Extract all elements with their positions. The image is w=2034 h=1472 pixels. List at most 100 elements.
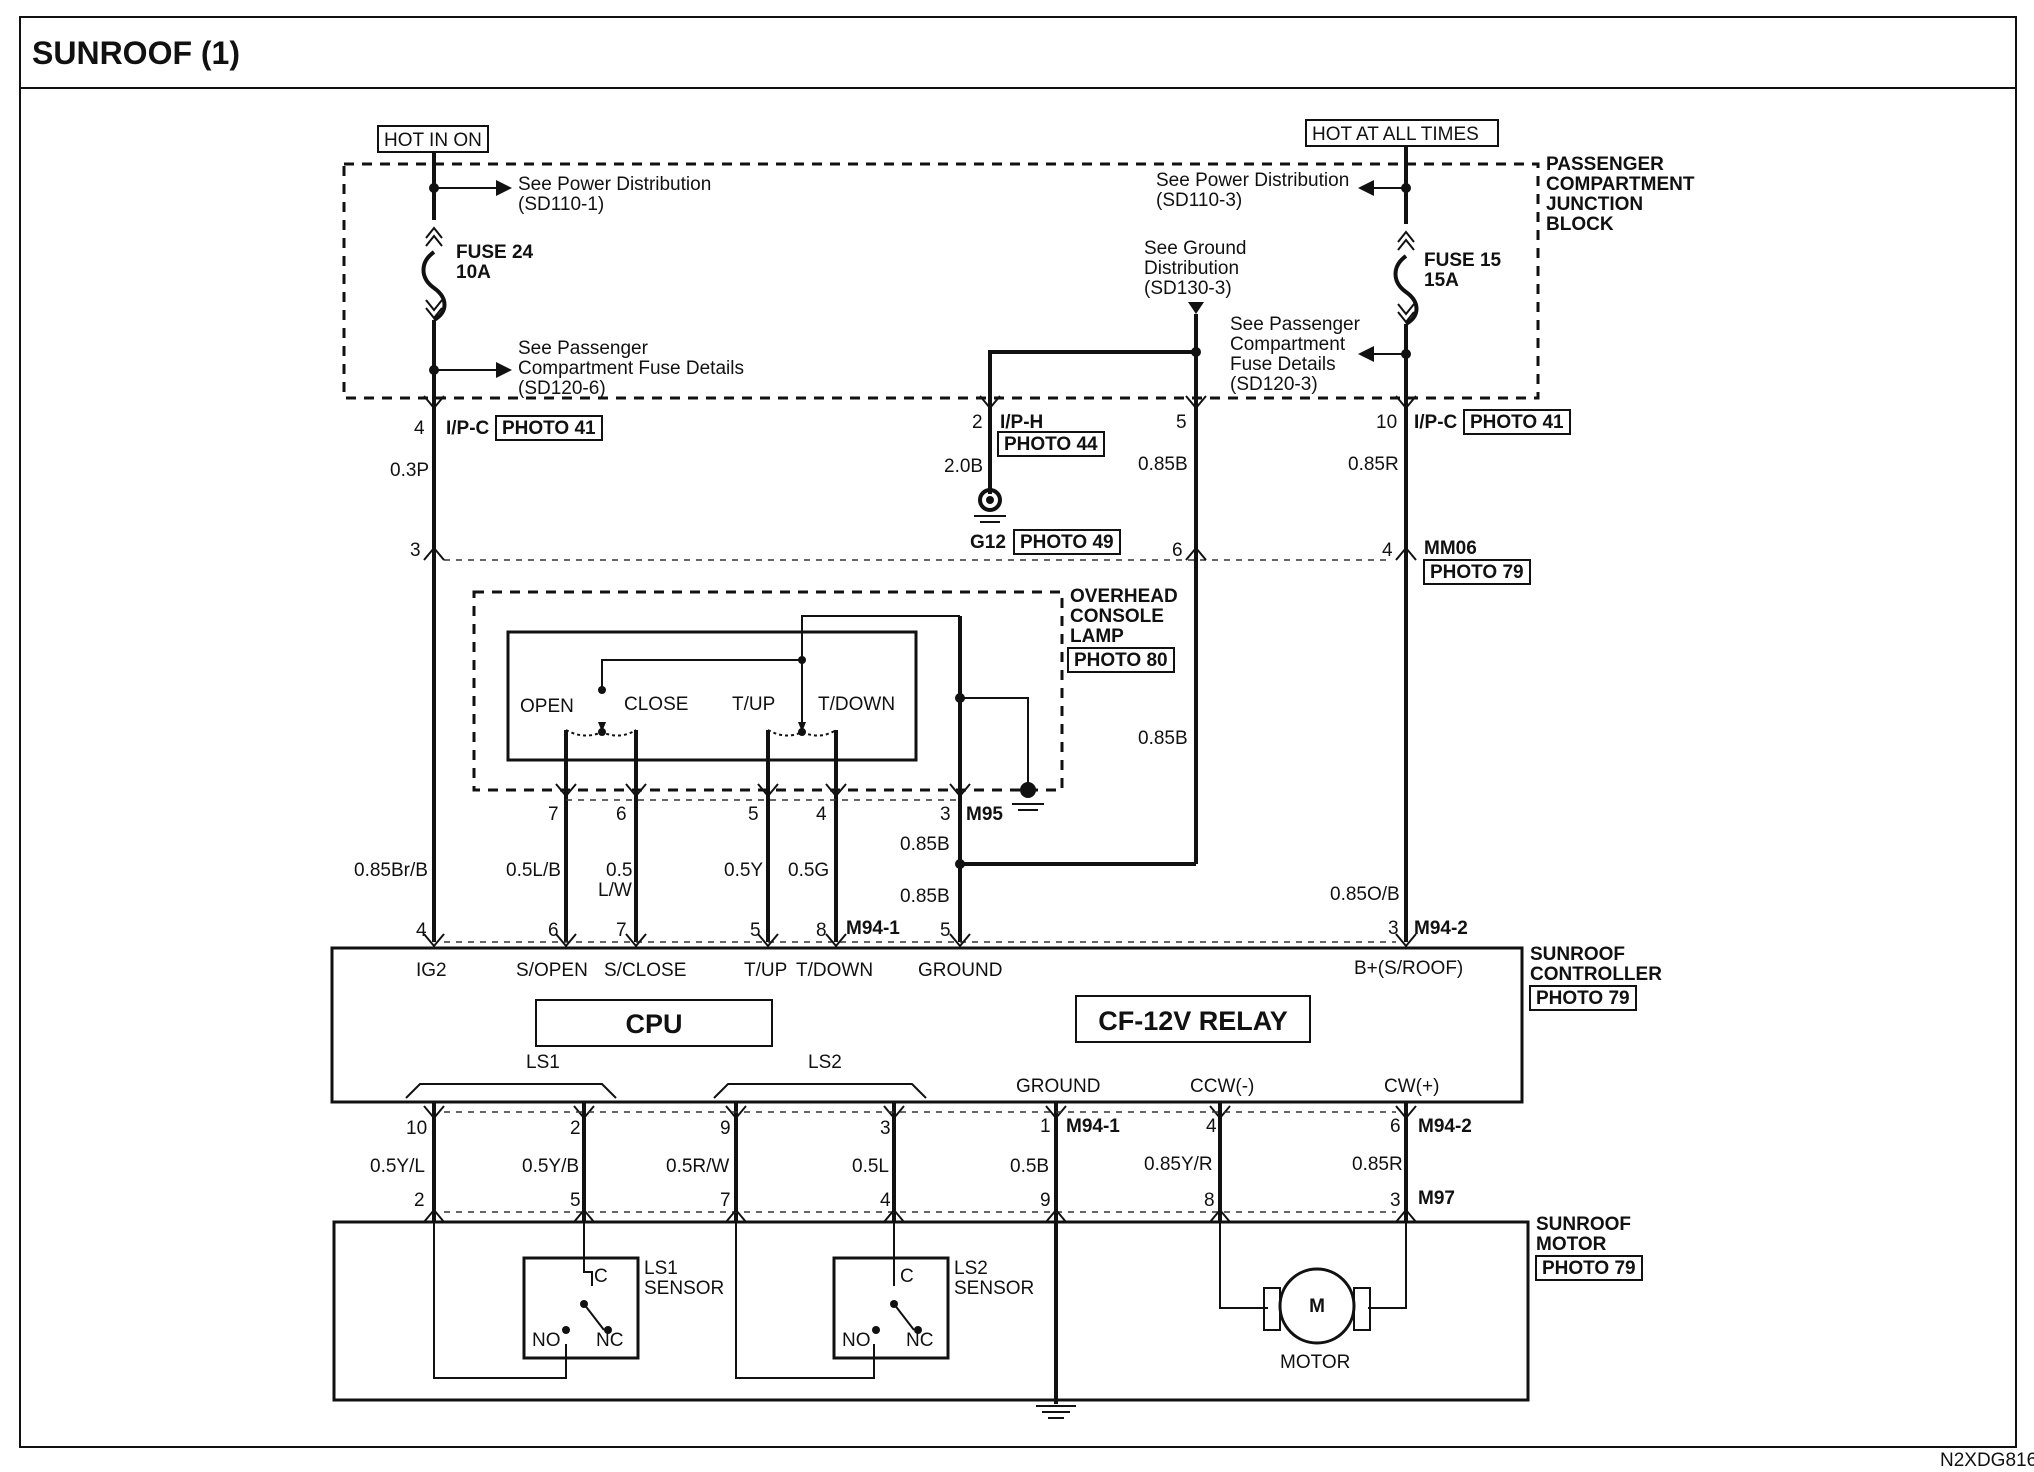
ls2-sensor-label: LS2 [954,1258,988,1279]
overhead-lamp-outline [472,590,1064,792]
svg-text:PASSENGER: PASSENGER [1546,154,1664,175]
ref-power-right-code: (SD110-3) [1156,190,1242,211]
wire-label-05lb: 0.5L/B [506,860,561,881]
ground-pin: 5 [1176,412,1187,433]
arrow-left-icon [1358,346,1374,362]
wire-label-05l: 0.5L [852,1156,889,1177]
motor-symbol: M [1309,1296,1325,1317]
ls2-switch-icon [872,1300,922,1334]
m97-pin: 3 [1390,1190,1401,1211]
ls1-sensor-box [522,1256,640,1360]
m97-terminals [423,1208,1417,1223]
wire-label-085b-b: 0.85B [900,886,950,907]
svg-text:CONSOLE: CONSOLE [1070,606,1164,627]
motor-ground-icon [1036,1405,1076,1419]
ref-fuse-right: Fuse Details [1230,354,1336,375]
m94-1-bottom-pin: 10 [406,1118,427,1139]
ref-fuse-right: See Passenger [1230,314,1361,335]
ref-ground: See Ground [1144,238,1246,259]
relay-label: CF-12V RELAY [1098,1006,1288,1036]
m94-1-pin: 7 [616,920,627,941]
m95-pin: 6 [616,804,627,825]
connector-terminal-icon [979,395,1001,410]
ipc-right-photo: PHOTO 41 [1470,412,1564,433]
ls2-contact-c: C [900,1266,914,1287]
wire-label-085yr: 0.85Y/R [1144,1154,1213,1175]
terminal-t-down: T/DOWN [796,960,873,981]
connector-terminal-icon [1185,546,1207,561]
photo-box [1463,409,1571,435]
m97-pin: 2 [414,1190,425,1211]
controller-photo: PHOTO 79 [1536,988,1630,1009]
terminal-bplus: B+(S/ROOF) [1354,958,1463,979]
svg-text:JUNCTION: JUNCTION [1546,194,1643,215]
ls2-contact-nc: NC [906,1330,933,1351]
iph-photo: PHOTO 44 [1004,434,1098,455]
svg-text:SUNROOF: SUNROOF [1530,944,1625,965]
m97-name: M97 [1418,1188,1455,1209]
hot-at-all-times-label: HOT AT ALL TIMES [1305,119,1499,147]
svg-text:SUNROOF: SUNROOF [1536,1214,1631,1235]
ref-ground: Distribution [1144,258,1239,279]
svg-text:BLOCK: BLOCK [1546,214,1614,235]
m94-2-pin: 3 [1388,918,1399,939]
wire-label-05g: 0.5G [788,860,829,881]
wire-label-085b-mid: 0.85B [1138,728,1188,749]
ref-power-right: See Power Distribution [1156,170,1349,191]
m94-1-pin: 5 [940,920,951,941]
g12-name: G12 [970,532,1006,553]
ref-power-left-code: (SD110-1) [518,194,604,215]
m94-1-bottom-name: M94-1 [1066,1116,1120,1137]
ref-ground-code: (SD130-3) [1144,278,1232,299]
svg-text:LAMP: LAMP [1070,626,1124,647]
overhead-lamp-label: OVERHEAD CONSOLE LAMP [1070,586,1178,647]
lamp-ground-branch [960,697,1029,790]
svg-text:MOTOR: MOTOR [1536,1234,1607,1255]
iph-pin: 2 [972,412,983,433]
ls1-label: LS1 [526,1052,560,1073]
ipc-left-pin: 4 [414,418,425,439]
sunroof-switch-box [506,630,918,762]
terminal-ccw: CCW(-) [1190,1076,1254,1097]
ref-power-left: See Power Distribution [518,174,711,195]
terminal-ground-bottom: GROUND [1016,1076,1100,1097]
junction-block-label: PASSENGER COMPARTMENT JUNCTION BLOCK [1546,154,1695,235]
connector-terminal-icon [423,395,445,410]
terminal-ig2: IG2 [416,960,447,981]
m94-1-pin: 4 [416,920,427,941]
ref-fuse-right: Compartment [1230,334,1346,355]
m97-pin: 4 [880,1190,891,1211]
m97-pin: 8 [1204,1190,1215,1211]
mm06-name: MM06 [1424,538,1477,559]
ls1-contact-c: C [594,1266,608,1287]
m94-top-terminals [423,933,1417,948]
m95-pin: 5 [748,804,759,825]
wire-label-05yl: 0.5Y/L [370,1156,425,1177]
svg-text:COMPARTMENT: COMPARTMENT [1546,174,1695,195]
ls1-contact-no: NO [532,1330,561,1351]
splice-dot [955,859,965,869]
ls1-contact-nc: NC [596,1330,623,1351]
m94-1-bottom-pin: 1 [1040,1116,1051,1137]
m94-2-bottom-pin: 6 [1390,1116,1401,1137]
motor-cw-lead [1368,1222,1407,1309]
m95-name: M95 [966,804,1003,825]
ref-fuse-right-code: (SD120-3) [1230,374,1318,395]
wire-label-085b-a: 0.85B [900,834,950,855]
m94-2-bottom-pin: 4 [1206,1116,1217,1137]
arrow-right-icon [496,180,512,196]
mm06-pin: 6 [1172,540,1183,561]
lamp-ground-icon [1012,782,1044,811]
switch-tup-label: T/UP [732,694,775,715]
overhead-lamp-photo: PHOTO 80 [1074,650,1168,671]
m94-1-pin: 5 [750,920,761,941]
mm06-pin: 3 [410,540,421,561]
cpu-label: CPU [625,1009,682,1039]
fuse-15-label: FUSE 15 [1424,250,1502,271]
ls2-sensor-box [832,1256,950,1360]
connector-terminal-icon [1395,395,1417,410]
ls2-bracket [713,1083,927,1099]
wire-label-05rw: 0.5R/W [666,1156,729,1177]
m95-terminals [555,783,971,798]
g12-wire [988,350,1196,494]
